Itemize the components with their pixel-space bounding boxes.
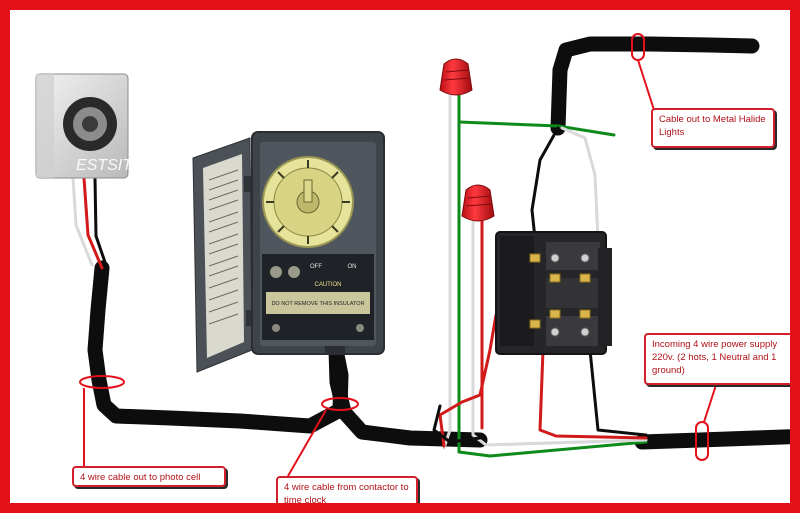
cable-clock-to-junction: [328, 342, 488, 448]
time-clock: OFF ON CAUTION DO NOT REMOVE THIS INSULA…: [192, 131, 385, 373]
markers: [79, 33, 709, 461]
cable-out-to-lights: [550, 36, 760, 136]
timer-on-label: ON: [348, 264, 357, 270]
wiring-diagram: ESTSIT: [35, 33, 790, 477]
marker-clock-cable: [321, 397, 359, 411]
timer-caution-label: CAUTION: [315, 282, 342, 288]
wires: [71, 90, 648, 458]
wire-nut-upper: [439, 58, 473, 96]
contactor: [495, 231, 612, 355]
photocell: ESTSIT: [35, 73, 133, 179]
wire-nut-lower: [461, 184, 495, 222]
callout-metal-halide: Cable out to Metal Halide Lights: [651, 108, 775, 148]
timer-off-label: OFF: [310, 264, 322, 270]
photocell-watermark: ESTSIT: [76, 157, 133, 174]
timer-insulator-notice: DO NOT REMOVE THIS INSULATOR: [271, 301, 364, 307]
marker-incoming-cable: [695, 421, 709, 461]
callout-time-clock: 4 wire cable from contactor to time cloc…: [276, 476, 418, 503]
cable-incoming-power: [634, 429, 790, 450]
callout-photo-cell: 4 wire cable out to photo cell: [72, 466, 226, 487]
leader-lines: [83, 59, 717, 477]
marker-photocell-cable: [79, 375, 125, 389]
callout-incoming-power: Incoming 4 wire power supply 220v. (2 ho…: [644, 333, 790, 385]
